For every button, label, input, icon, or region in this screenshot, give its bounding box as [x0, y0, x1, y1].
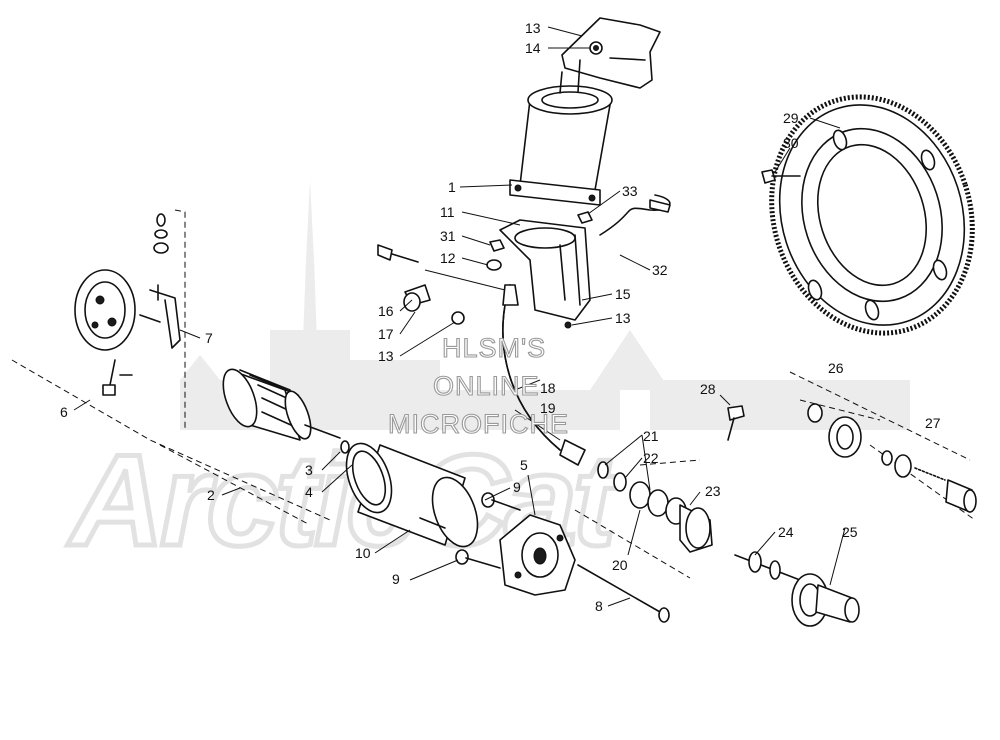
nut-31	[489, 239, 505, 252]
callout-15: 15	[615, 286, 631, 302]
callout-9a: 9	[513, 479, 521, 495]
callout-13b: 13	[615, 310, 631, 326]
callout-16: 16	[378, 303, 394, 319]
callout-19: 19	[540, 400, 556, 416]
bolt-9a	[481, 492, 521, 511]
callout-22: 22	[643, 450, 659, 466]
washer-group	[597, 461, 687, 525]
callout-17: 17	[378, 326, 394, 342]
callout-1: 1	[448, 179, 456, 195]
solenoid-housing	[499, 219, 591, 329]
pinion-shaft	[734, 551, 801, 581]
through-bolt-8	[577, 564, 670, 623]
callout-13: 13	[525, 20, 541, 36]
callout-24: 24	[778, 524, 794, 540]
spring-group-27	[881, 450, 977, 513]
callout-20: 20	[612, 557, 628, 573]
callout-12: 12	[440, 250, 456, 266]
watermark-line-3: MICROFICHE	[388, 409, 569, 439]
callout-30: 30	[783, 135, 799, 151]
callout-labels: 13 14 1 11 31 12 33 32 15 13 16 17 13 18…	[60, 20, 941, 614]
armature	[222, 368, 341, 441]
callout-6: 6	[60, 404, 68, 420]
terminal-stack	[153, 213, 169, 301]
bushing-12	[486, 259, 502, 271]
callout-26: 26	[828, 360, 844, 376]
field-frame	[345, 442, 479, 548]
mounting-bracket	[561, 17, 661, 89]
callout-25: 25	[842, 524, 858, 540]
watermark-line-1: HLSM'S	[442, 333, 546, 363]
ring-gear	[769, 94, 975, 336]
callout-7: 7	[205, 330, 213, 346]
drive-gear	[791, 573, 860, 627]
callout-4: 4	[305, 484, 313, 500]
bolt-28	[727, 405, 745, 441]
callout-31: 31	[440, 228, 456, 244]
bolt-16	[377, 244, 419, 263]
callout-11: 11	[440, 204, 455, 220]
callout-21: 21	[643, 428, 659, 444]
terminal-17	[403, 284, 431, 312]
callout-8: 8	[595, 598, 603, 614]
bolt-9b	[455, 549, 501, 569]
callout-27: 27	[925, 415, 941, 431]
callout-18: 18	[540, 380, 556, 396]
brush-lead	[502, 284, 586, 466]
callout-9b: 9	[392, 571, 400, 587]
callout-33: 33	[622, 183, 638, 199]
watermark-text: HLSM'S ONLINE MICROFICHE	[387, 332, 569, 439]
callout-2: 2	[207, 487, 215, 503]
cable-32	[599, 194, 671, 236]
drive-housing	[499, 514, 576, 596]
callout-10: 10	[355, 545, 371, 561]
starter-motor-body	[509, 59, 613, 206]
pinion-gear	[807, 403, 862, 458]
callout-5: 5	[520, 457, 528, 473]
watermark-line-2: ONLINE	[433, 371, 540, 401]
bolt-30	[761, 169, 801, 184]
gear-housing-23	[679, 504, 713, 553]
callout-32: 32	[652, 262, 668, 278]
callout-29: 29	[783, 110, 799, 126]
leader-lines	[73, 26, 846, 607]
callout-23: 23	[705, 483, 721, 499]
brush-plate	[74, 269, 181, 351]
callout-28: 28	[700, 381, 716, 397]
callout-13c: 13	[378, 348, 394, 364]
nut-13c	[451, 311, 465, 325]
brush-lead-6	[102, 359, 133, 396]
callout-3: 3	[305, 462, 313, 478]
callout-14: 14	[525, 40, 541, 56]
nut-33	[577, 211, 593, 224]
